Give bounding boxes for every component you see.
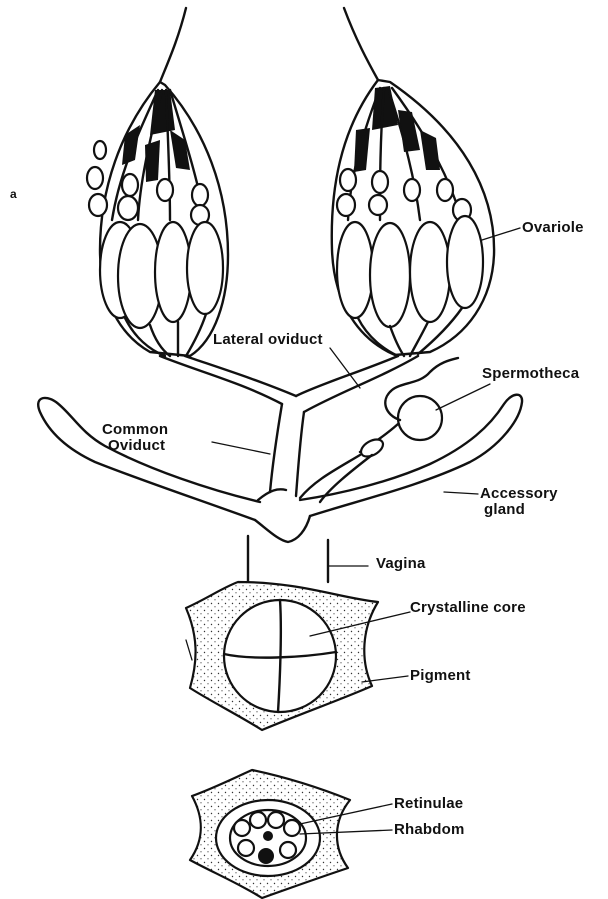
ommatidium-section-upper — [186, 582, 378, 730]
accessory-gland-label-line2: gland — [484, 502, 558, 518]
left-ovary — [87, 8, 228, 356]
oviducts — [160, 356, 418, 496]
spermatheca — [300, 358, 458, 502]
accessory-gland-label-line1: Accessory — [480, 486, 558, 502]
right-ovary — [332, 8, 494, 356]
panel-letter: a — [10, 186, 17, 202]
vagina — [248, 536, 368, 582]
common-oviduct-label-line2: Oviduct — [108, 438, 168, 454]
spermotheca-label: Spermotheca — [482, 366, 579, 382]
pigment-label: Pigment — [410, 668, 471, 684]
common-oviduct-label: Common Oviduct — [102, 422, 168, 454]
retinulae-label: Retinulae — [394, 796, 463, 812]
crystalline-core-label: Crystalline core — [410, 600, 526, 616]
leader-lines — [212, 228, 520, 834]
accessory-gland-label: Accessory gland — [480, 486, 558, 518]
lateral-oviduct-label: Lateral oviduct — [213, 332, 323, 348]
ommatidium-section-lower — [190, 770, 350, 898]
ovariole-label: Ovariole — [522, 220, 584, 236]
vagina-label: Vagina — [376, 556, 426, 572]
rhabdom-label: Rhabdom — [394, 822, 465, 838]
common-oviduct-label-line1: Common — [102, 422, 168, 438]
